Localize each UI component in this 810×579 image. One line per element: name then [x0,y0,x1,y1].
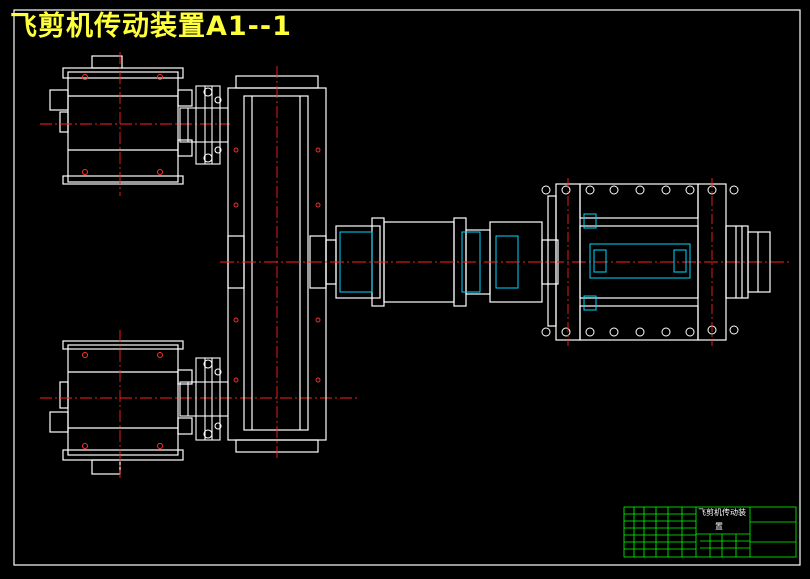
upper-gearbox-centerlines [40,52,230,196]
right-assembly-bolts [541,185,739,337]
upper-gearbox [49,55,193,185]
drawing-title: 飞剪机传动装置A1--1 [10,11,292,42]
lower-gearbox [49,340,193,475]
lower-gearbox-bolts [82,352,163,449]
right-assembly-centerlines [567,178,713,346]
right-assembly-hatch [583,213,691,311]
title-block-name-line1: 飞剪机传动装 [698,508,746,517]
sheet-border [13,9,801,566]
cutter-housing-bolts [233,147,321,383]
upper-gearbox-bolts [82,74,163,175]
right-assembly [547,183,771,341]
title-block-name-line2: 置 [715,522,723,531]
lower-coupling [179,357,229,441]
lower-gearbox-centerlines [40,330,358,478]
title-block [623,506,797,558]
upper-coupling [179,85,229,165]
